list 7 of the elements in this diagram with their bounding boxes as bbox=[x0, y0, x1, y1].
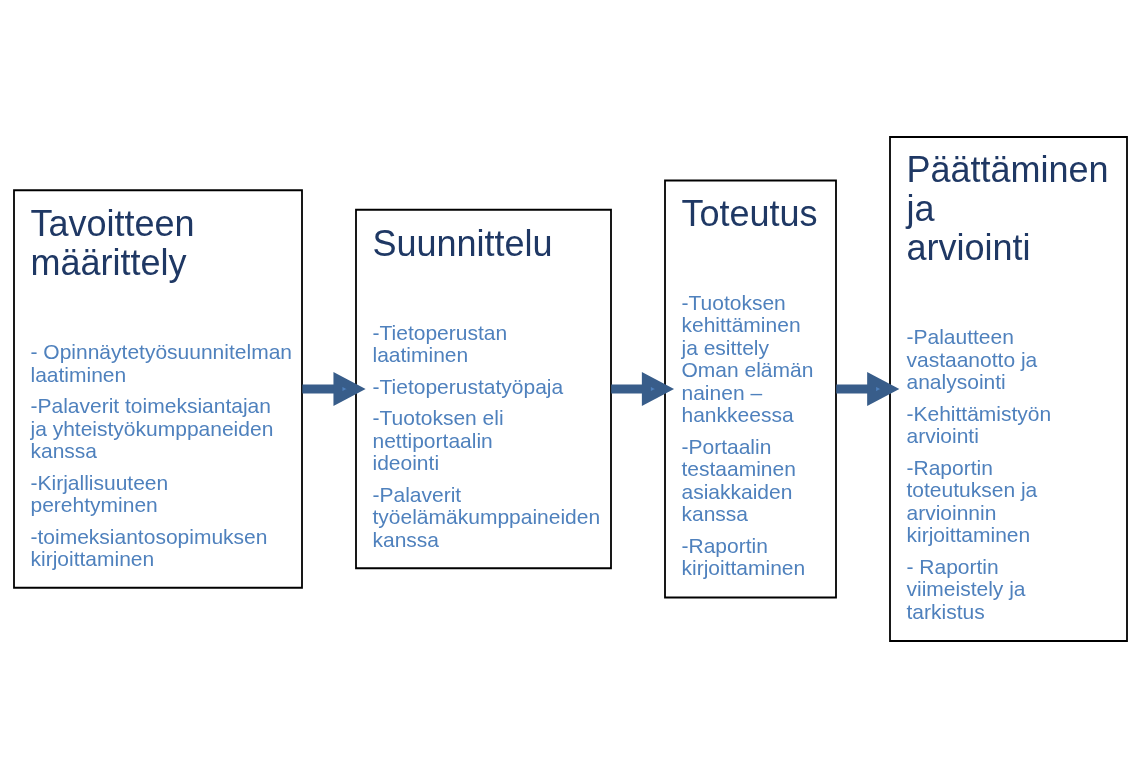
arrow bbox=[611, 372, 675, 406]
arrow bbox=[302, 372, 366, 406]
node-box: Toteutus -Tuotoksen kehittäminen ja esittely Oman elämän nainen – hankkeessa -Portaalin testaaminen asiakkaiden kanssa -Raportin kirjoittaminen bbox=[664, 179, 837, 599]
node-box: Tavoitteen määrittely - Opinnäytetyösuunnitelman laatiminen -Palaverit toimeksiantajan ja yhteistyökumppaneiden kanssa -Kirjallisuuteen perehtyminen -toimeksiantosopimuksen kirjoittaminen bbox=[13, 189, 303, 589]
arrow bbox=[836, 372, 900, 406]
node-box: Suunnittelu -Tietoperustan laatiminen -Tietoperustatyöpaja -Tuotoksen eli nettiportaalin ideointi -Palaverit työelämäkumppaineiden kanssa bbox=[355, 208, 612, 570]
node-box: Päättäminen ja arviointi -Palautteen vastaanotto ja analysointi -Kehittämistyön arviointi -Raportin toteutuksen ja arvioinnin kirjoittaminen - Raportin viimeistely ja tarkistus bbox=[889, 136, 1128, 642]
